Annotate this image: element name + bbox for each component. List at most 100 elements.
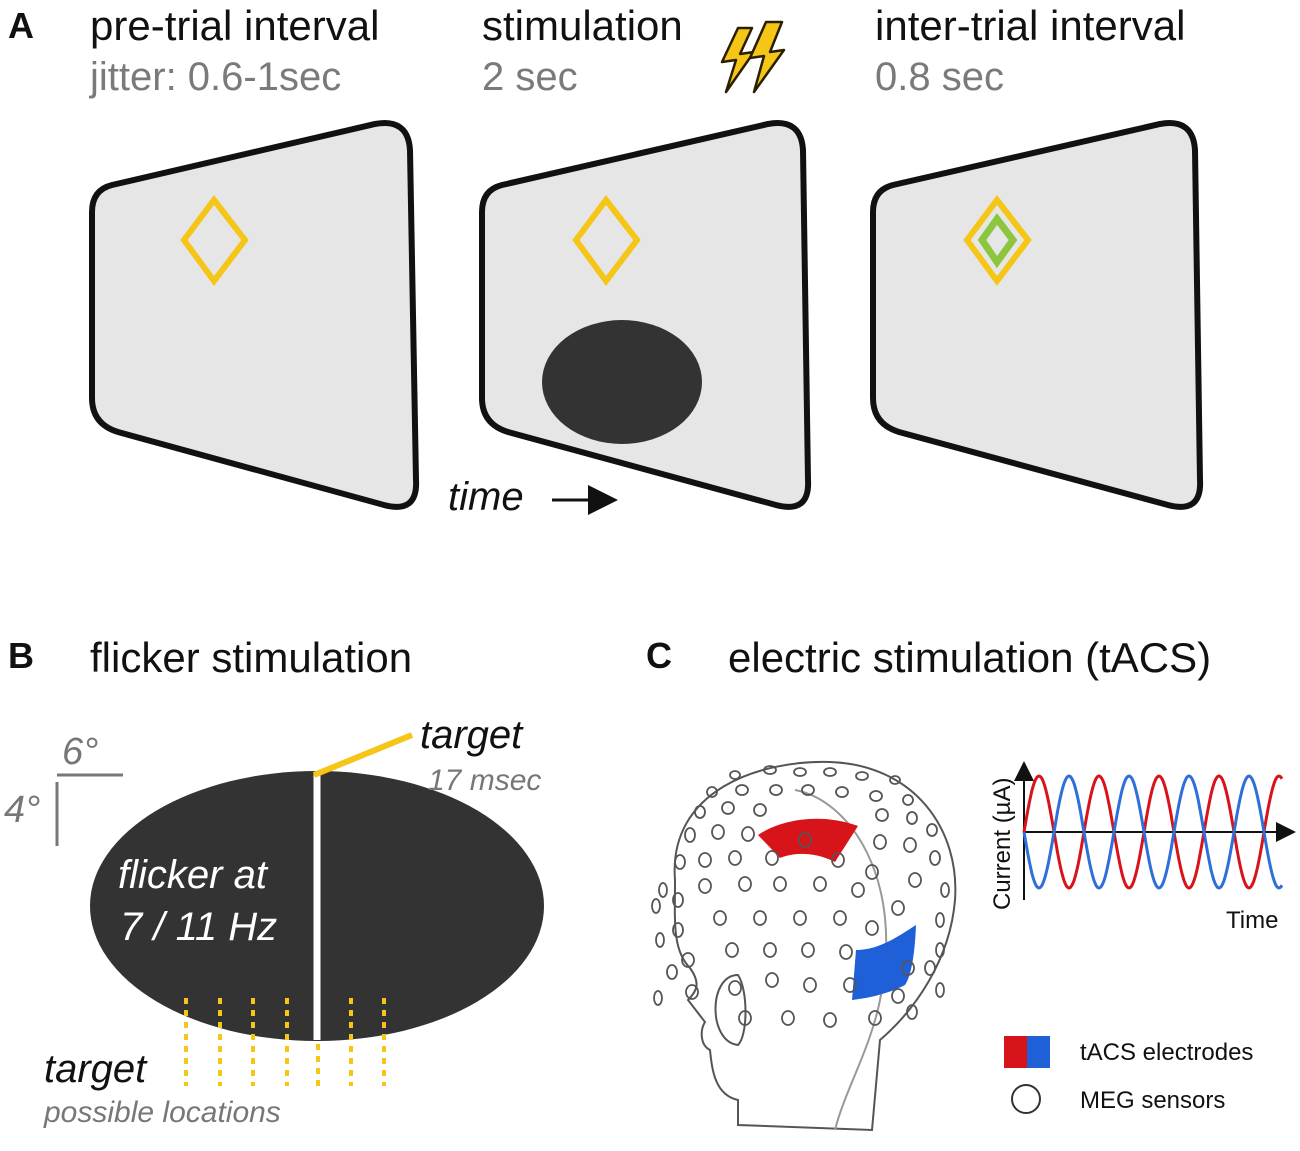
screen-intertrial bbox=[870, 120, 1204, 510]
panel-c-label: C bbox=[646, 635, 672, 676]
flicker-text-line1: flicker at bbox=[118, 853, 269, 897]
meg-sensor bbox=[798, 832, 812, 848]
legend: tACS electrodes MEG sensors bbox=[1004, 1036, 1253, 1114]
meg-sensor bbox=[769, 784, 783, 796]
meg-sensor bbox=[672, 922, 684, 938]
screen-pretrial bbox=[89, 120, 420, 510]
meg-sensor bbox=[868, 1010, 882, 1026]
tacs-electrode-blue bbox=[852, 925, 916, 1000]
waveform-blue bbox=[1022, 774, 1284, 890]
meg-sensor bbox=[781, 1010, 795, 1026]
tacs-electrode-red bbox=[758, 818, 858, 862]
screen-2-duration: 2 sec bbox=[482, 55, 578, 99]
lightning-icon bbox=[720, 20, 786, 94]
tacs-waveform-plot: Current (µA) Time bbox=[989, 761, 1296, 934]
panel-b-title: flicker stimulation bbox=[90, 634, 412, 681]
meg-sensor bbox=[793, 910, 807, 926]
meg-sensor bbox=[908, 872, 922, 888]
meg-sensor bbox=[729, 770, 741, 780]
meg-sensor bbox=[753, 910, 767, 926]
meg-sensor bbox=[698, 878, 712, 894]
panel-c-title: electric stimulation (tACS) bbox=[728, 634, 1211, 681]
panel-b: B flicker stimulation 6° 4° target 17 ms… bbox=[4, 634, 544, 1129]
meg-sensor bbox=[843, 977, 857, 993]
meg-sensor bbox=[681, 952, 695, 968]
meg-sensor bbox=[906, 811, 918, 825]
meg-sensor bbox=[855, 771, 869, 781]
meg-sensor bbox=[721, 801, 735, 815]
target-label: target bbox=[420, 713, 524, 757]
meg-sensor bbox=[865, 920, 879, 936]
meg-sensor bbox=[823, 767, 837, 777]
meg-sensor bbox=[935, 942, 945, 958]
meg-sensor bbox=[902, 794, 914, 806]
scale-horizontal-label: 6° bbox=[62, 731, 98, 773]
meg-sensor bbox=[875, 808, 889, 822]
meg-sensor bbox=[940, 882, 950, 898]
head-illustration bbox=[651, 760, 957, 1132]
meg-sensor bbox=[655, 932, 665, 948]
target-duration: 17 msec bbox=[428, 764, 541, 797]
panel-a-label: A bbox=[8, 5, 34, 46]
legend-sensors-label: MEG sensors bbox=[1080, 1087, 1225, 1114]
meg-sensor bbox=[711, 824, 725, 840]
meg-sensor bbox=[666, 964, 678, 980]
panel-a: A pre-trial interval jitter: 0.6-1sec st… bbox=[8, 2, 1204, 519]
screen-stimulation bbox=[479, 120, 812, 510]
meg-sensor bbox=[793, 767, 807, 777]
meg-sensor bbox=[903, 837, 917, 853]
screen-1-title: pre-trial interval bbox=[90, 2, 379, 49]
fixation-diamond bbox=[963, 195, 1032, 287]
meg-sensors bbox=[651, 765, 950, 1028]
screen-2-title: stimulation bbox=[482, 2, 683, 49]
target-locations bbox=[184, 998, 386, 1086]
screen-3-title: inter-trial interval bbox=[875, 2, 1185, 49]
meg-sensor bbox=[763, 765, 777, 775]
meg-sensor bbox=[889, 775, 901, 785]
meg-sensor bbox=[801, 784, 815, 796]
meg-sensor bbox=[929, 850, 941, 866]
meg-sensor bbox=[765, 972, 779, 988]
meg-sensor bbox=[833, 910, 847, 926]
waveform-red bbox=[1022, 774, 1284, 890]
ear-outline bbox=[714, 973, 747, 1047]
meg-sensor bbox=[813, 876, 827, 892]
panel-b-label: B bbox=[8, 635, 34, 676]
meg-sensor bbox=[738, 1010, 752, 1026]
meg-sensor bbox=[891, 988, 905, 1004]
meg-sensor bbox=[728, 980, 742, 996]
meg-sensor bbox=[803, 977, 817, 993]
meg-sensor bbox=[935, 912, 945, 928]
meg-sensor bbox=[706, 786, 718, 798]
scale-vertical-label: 4° bbox=[4, 789, 40, 831]
fixation-diamond bbox=[180, 195, 249, 287]
screen-3-duration: 0.8 sec bbox=[875, 55, 1004, 99]
meg-sensor bbox=[658, 882, 668, 898]
meg-sensor bbox=[831, 852, 845, 868]
meg-sensor bbox=[674, 854, 686, 870]
plot-y-label: Current (µA) bbox=[989, 777, 1016, 910]
meg-sensor bbox=[685, 984, 699, 1000]
meg-sensor bbox=[684, 827, 696, 843]
meg-sensor bbox=[728, 850, 742, 866]
meg-sensor bbox=[651, 898, 661, 914]
target-pointer bbox=[312, 732, 414, 778]
meg-sensor bbox=[891, 900, 905, 916]
legend-electrode-red-swatch bbox=[1004, 1036, 1027, 1068]
panel-c: C electric stimulation (tACS) Current (µ… bbox=[646, 634, 1296, 1132]
meg-sensor bbox=[698, 852, 712, 868]
meg-sensor bbox=[901, 960, 915, 976]
flicker-text-line2: 7 / 11 Hz bbox=[120, 905, 277, 949]
meg-sensor bbox=[713, 910, 727, 926]
fixation-diamond bbox=[572, 195, 641, 287]
meg-sensor bbox=[725, 942, 739, 958]
meg-sensor bbox=[735, 784, 749, 796]
plot-x-label: Time bbox=[1226, 907, 1278, 934]
meg-sensor bbox=[672, 892, 684, 908]
locations-subtitle: possible locations bbox=[43, 1096, 281, 1129]
meg-sensor bbox=[906, 1004, 918, 1020]
meg-sensor bbox=[763, 942, 777, 958]
meg-sensor bbox=[773, 876, 787, 892]
meg-sensor bbox=[869, 790, 883, 802]
